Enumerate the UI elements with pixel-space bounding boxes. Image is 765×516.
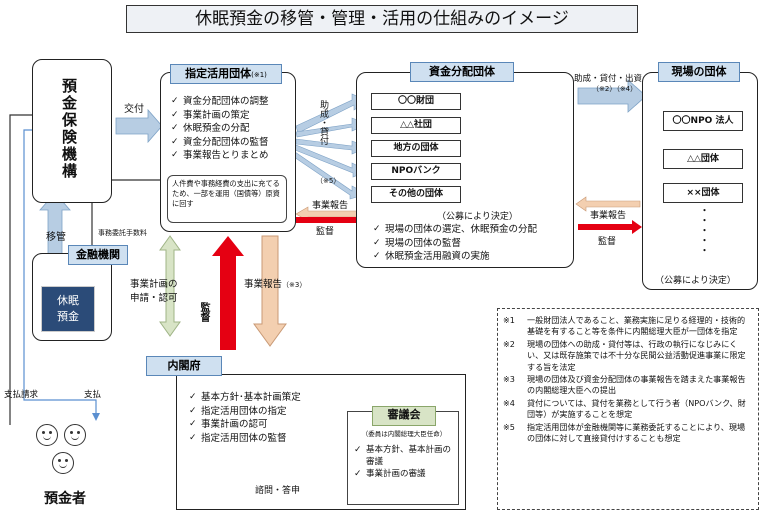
cabinet-list: ✓基本方針･基本計画策定 ✓指定活用団体の指定 ✓事業計画の認可 ✓指定活用団体… [189, 391, 301, 445]
designated-org-list: ✓資金分配団体の調整 ✓事業計画の策定 ✓休眠預金の分配 ✓資金分配団体の監督 … [171, 95, 269, 163]
depositor-face-icon [52, 452, 74, 474]
payment-request-line [9, 114, 32, 425]
deposit-insurance-box: 預金保険機構 [32, 59, 112, 203]
financial-institution-box: 休眠預金 [32, 253, 112, 341]
fund-public-note: （公募により決定） [437, 212, 518, 222]
report-arrow-down [253, 235, 287, 347]
field-group-0: 〇〇NPO 法人 [663, 111, 743, 131]
list-item: ✓現場の団体の選定、休眠預金の分配 [373, 224, 538, 235]
list-item: ✓現場の団体の監督 [373, 237, 462, 249]
field-supervise-label: 監督 [598, 237, 617, 247]
field-public-note: （公募により決定） [655, 276, 736, 286]
depositors-label: 預金者 [44, 491, 86, 507]
designated-org-header: 指定活用団体(※1) [170, 64, 282, 84]
commission-fee-label: 事務委託手数料 [98, 229, 147, 237]
transfer-label: 移管 [46, 232, 66, 243]
funding-arrow-to-field [577, 79, 647, 113]
list-item: ✓事業報告とりまとめ [171, 150, 269, 162]
deposit-insurance-label: 預金保険機構 [60, 78, 78, 180]
report-label: 事業報告 [312, 201, 349, 211]
list-item: ✓事業計画の認可 [189, 419, 268, 431]
fund-dist-org-header: 資金分配団体 [410, 62, 514, 82]
top-right-funding-note: （※2）（※4） [592, 85, 638, 93]
designated-org-title: 指定活用団体 [185, 67, 252, 80]
fund-group-2: 地方の団体 [371, 140, 461, 157]
payment-arrowhead [92, 413, 100, 421]
payment-line [23, 129, 97, 415]
cabinet-header: 内閣府 [146, 356, 222, 376]
council-header: 審議会 [372, 406, 436, 426]
grant-label: 交付 [124, 104, 144, 115]
list-item: ✓事業計画の策定 [171, 109, 250, 121]
designated-org-note: (※1) [251, 71, 267, 79]
list-item: ✓基本方針、基本計画の審議 [354, 445, 452, 467]
field-group-1: △△団体 [663, 149, 743, 169]
council-box: 審議会 （委員は内閣総理大臣任命） ✓基本方針、基本計画の審議 ✓事業計画の審議 [347, 406, 459, 505]
fund-dist-org-box: 〇〇財団 △△社団 地方の団体 NPOバンク その他の団体 （公募により決定） … [356, 72, 574, 268]
list-item: ✓事業計画の審議 [354, 469, 426, 479]
list-item: ✓資金分配団体の調整 [171, 96, 269, 107]
fund-group-0: 〇〇財団 [371, 93, 461, 110]
list-item: ✓基本方針･基本計画策定 [189, 392, 301, 403]
field-org-header: 現場の団体 [658, 62, 740, 82]
top-right-funding-label: 助成・貸付・出資 [574, 74, 643, 84]
payment-request-label: 支払請求 [4, 390, 39, 400]
plan-apply-label: 事業計画の申請・認可 [130, 279, 178, 304]
depositor-face-icon [36, 424, 58, 446]
field-org-box: 〇〇NPO 法人 △△団体 ××団体 ・・・・・ （公募により決定） [642, 72, 758, 290]
list-item: ✓指定活用団体の監督 [189, 432, 287, 444]
note5-label: （※5） [316, 177, 341, 185]
council-list: ✓基本方針、基本計画の審議 ✓事業計画の審議 [354, 444, 458, 480]
supervise-arrow-right [296, 213, 368, 227]
funding-vertical-label: 助成・貸付 [318, 100, 328, 145]
field-group-2: ××団体 [663, 183, 743, 203]
page-title: 休眠預金の移管・管理・活用の仕組みのイメージ [126, 5, 638, 33]
fund-group-1: △△社団 [371, 117, 461, 134]
field-report-label: 事業報告 [590, 211, 627, 221]
field-report-arrow [575, 196, 641, 212]
fund-dist-list: ✓現場の団体の選定、休眠預金の分配 ✓現場の団体の監督 ✓休眠預金活用融資の実施 [373, 223, 537, 264]
grant-arrow [115, 108, 163, 144]
list-item: ✓休眠預金の分配 [171, 123, 250, 135]
designated-org-sub-note: 人件費や事務経費の支出に充てるため、一部を運用（国債等）原資に回す [167, 175, 287, 223]
council-sub: （委員は内閣総理大臣任命） [361, 430, 447, 438]
depositor-face-icon [64, 424, 86, 446]
report3-note: （※3） [282, 281, 307, 289]
dormant-deposit-box: 休眠預金 [41, 286, 95, 332]
list-item: ✓休眠預金活用融資の実施 [373, 251, 490, 263]
field-supervise-arrow [578, 220, 642, 234]
dormant-deposit-label: 休眠預金 [57, 294, 79, 323]
fund-group-4: その他の団体 [371, 186, 461, 203]
plan-approval-arrow [159, 235, 181, 337]
fund-group-3: NPOバンク [371, 163, 461, 180]
designated-org-box: ✓資金分配団体の調整 ✓事業計画の策定 ✓休眠預金の分配 ✓資金分配団体の監督 … [160, 72, 296, 232]
report3-label: 事業報告（※3） [244, 279, 307, 290]
financial-institution-header: 金融機関 [68, 245, 128, 265]
supervise-label: 監督 [316, 227, 335, 237]
field-dots: ・・・・・ [697, 205, 708, 255]
cabinet-box: ✓基本方針･基本計画策定 ✓指定活用団体の指定 ✓事業計画の認可 ✓指定活用団体… [176, 374, 466, 510]
list-item: ✓指定活用団体の指定 [189, 405, 287, 417]
list-item: ✓資金分配団体の監督 [171, 136, 269, 148]
consult-label: 諮問・答申 [255, 486, 301, 496]
supervise-arrow-up [212, 236, 244, 350]
supervise2-label: 監督 [198, 302, 209, 322]
payment-label: 支払 [84, 390, 102, 400]
